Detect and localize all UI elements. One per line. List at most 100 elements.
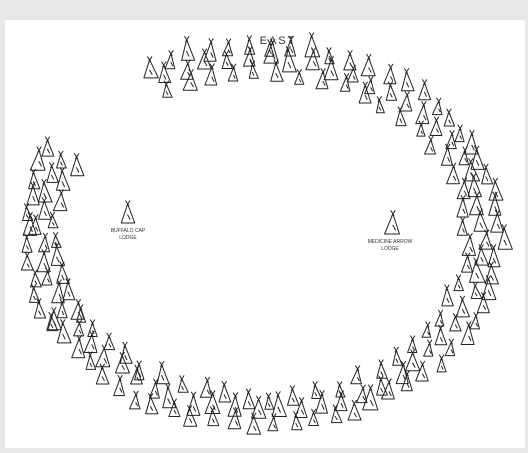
tipi-icon	[312, 381, 322, 398]
tipi-icon	[200, 377, 211, 397]
tipi-icon	[53, 189, 66, 210]
tipi-icon	[251, 396, 266, 418]
tipi-icon	[393, 347, 402, 365]
tipi-icon	[351, 365, 362, 383]
tipi-icon	[57, 299, 67, 318]
tipi-icon	[435, 325, 447, 345]
tipi-icon	[382, 379, 395, 399]
tipi-icon	[163, 384, 176, 408]
tipi-icon	[455, 125, 464, 142]
tipi-icon	[163, 81, 172, 98]
tipi-icon	[71, 299, 84, 319]
tipi-icon	[365, 76, 375, 93]
tipi-icon	[30, 147, 45, 171]
tipi-icon	[42, 137, 54, 156]
left-lodge-label-line2: LODGE	[119, 235, 137, 241]
tipi-icon	[288, 385, 299, 405]
tipi-icon	[408, 336, 417, 353]
tipi-icon	[316, 390, 328, 413]
tipi-icon	[104, 333, 115, 350]
tipi-icon	[459, 147, 469, 165]
tipi-icon	[498, 225, 512, 250]
tipi-icon	[477, 292, 489, 313]
tipi-icon	[357, 385, 368, 403]
tipi-icon	[29, 169, 40, 189]
tipi-icon	[84, 331, 97, 352]
east-label: EAST	[260, 35, 297, 47]
tipi-icon	[474, 209, 488, 231]
tipi-icon	[444, 109, 454, 126]
tipi-icon	[479, 230, 492, 250]
tipi-icon	[22, 234, 32, 253]
tipi-icon	[363, 385, 378, 410]
tipi-icon	[435, 310, 444, 326]
tipi-icon	[401, 68, 414, 90]
tipi-icon	[27, 182, 39, 205]
tipi-icon	[219, 381, 231, 402]
tipi-icon	[21, 252, 33, 270]
tipi-icon	[71, 153, 84, 175]
tipi-icon	[424, 340, 433, 356]
tipi-icon	[37, 249, 50, 271]
tipi-icon	[23, 203, 33, 220]
tipi-group	[21, 33, 512, 435]
tipi-icon	[377, 360, 387, 379]
tipi-icon	[247, 413, 261, 434]
tipi-icon	[57, 151, 67, 168]
tipi-icon	[425, 136, 436, 154]
tipi-icon	[243, 389, 255, 409]
tipi-icon	[457, 296, 470, 317]
tipi-icon	[86, 352, 96, 370]
tipi-icon	[292, 411, 303, 429]
tipi-icon	[450, 313, 461, 331]
tipi-icon	[454, 275, 463, 291]
tipi-icon	[442, 285, 454, 306]
tipi-icon	[114, 375, 125, 395]
tipi-icon	[96, 345, 110, 367]
tipi-icon	[491, 210, 504, 232]
tipi-icon	[228, 64, 237, 81]
tipi-icon	[384, 64, 396, 84]
tipi-icon	[470, 312, 480, 329]
tipi-icon	[476, 244, 489, 265]
tipi-icon	[416, 101, 429, 123]
tipi-icon	[361, 54, 375, 76]
medicine-arrow-lodge-tipi-icon	[385, 210, 400, 234]
tipi-icon	[468, 173, 481, 196]
tipi-icon	[157, 361, 169, 384]
tipi-icon	[265, 393, 274, 409]
tipi-icon	[165, 50, 175, 69]
tipi-icon	[272, 391, 286, 416]
tipi-icon	[457, 217, 467, 235]
tipi-icon	[34, 298, 45, 318]
tipi-icon	[446, 130, 456, 148]
tipi-icon	[471, 282, 482, 299]
tipi-icon	[38, 233, 49, 252]
tipi-icon	[325, 47, 334, 63]
tipi-icon	[178, 375, 188, 392]
tipi-icon	[57, 319, 71, 342]
tipi-icon	[309, 409, 319, 426]
tipi-icon	[386, 81, 396, 100]
tipi-icon	[462, 233, 475, 255]
tipi-icon	[182, 36, 195, 60]
tipi-icon	[51, 243, 64, 266]
tipi-icon	[144, 56, 158, 77]
tipi-icon	[146, 393, 158, 413]
tipi-icon	[447, 163, 460, 184]
tipi-icon	[120, 342, 132, 363]
tipi-icon	[401, 370, 412, 390]
tipi-icon	[39, 197, 52, 219]
tipi-icon	[418, 79, 430, 99]
tipi-icon	[432, 98, 442, 115]
tipi-icon	[208, 406, 219, 425]
tipi-icon	[430, 117, 442, 136]
buffalo-cap-lodge-tipi-icon	[121, 201, 135, 223]
tipi-icon	[56, 167, 70, 190]
tipi-icon	[47, 162, 59, 182]
tipi-icon	[181, 60, 193, 79]
right-lodge-label-line2: LODGE	[381, 246, 399, 252]
tipi-icon	[129, 391, 139, 409]
